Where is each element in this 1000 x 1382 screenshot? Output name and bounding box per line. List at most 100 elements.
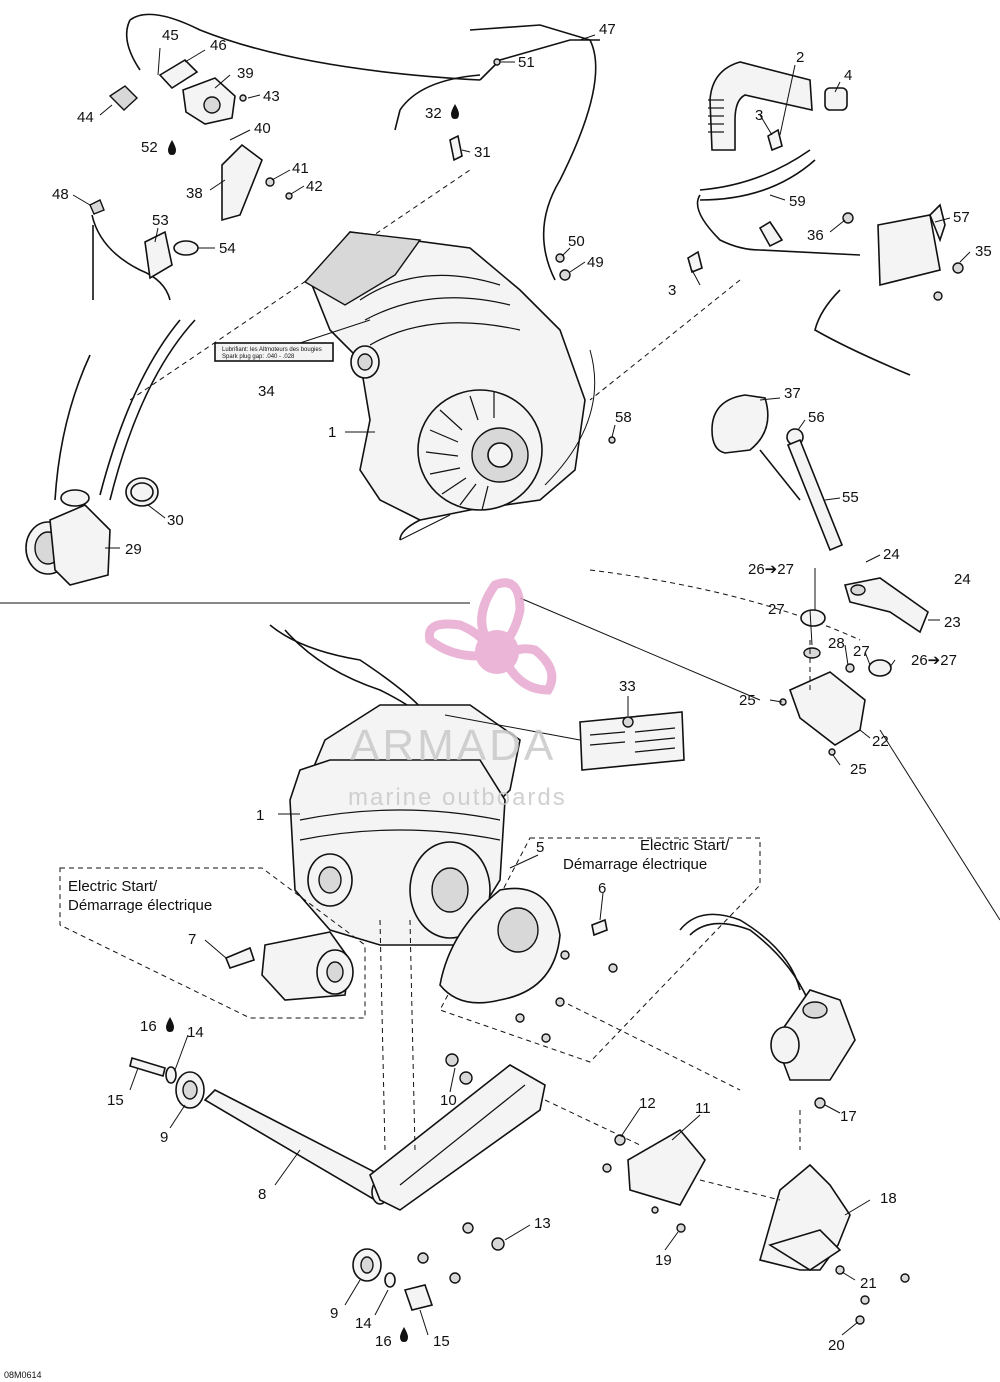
spark-plug-decal: [214, 342, 334, 362]
gasket-46: [158, 58, 199, 90]
watermark-subtitle: marine outboards: [348, 784, 567, 811]
lower-carburetor: [651, 913, 910, 1325]
flywheel-fins: [425, 392, 495, 511]
divider-lines: [0, 169, 1000, 1091]
bolt-15b: [403, 1284, 434, 1311]
decal-33: [579, 711, 685, 771]
propeller-icon: [424, 578, 557, 695]
callout-14a: 14: [187, 1024, 204, 1041]
washer-14a: [165, 1066, 177, 1084]
electric-start-label-fr: Démarrage électrique: [68, 897, 212, 914]
callout-3a: 3: [755, 107, 763, 124]
clip-3: [767, 128, 783, 152]
electric-start-label: Electric Start/: [68, 878, 158, 895]
spring-coil: [708, 99, 724, 133]
callout-14b: 14: [355, 1315, 372, 1332]
lubricant-icons: [166, 104, 459, 1342]
callout-16a: 16: [140, 1018, 157, 1035]
callout-41: 41: [292, 160, 309, 177]
engine-mount: [129, 919, 781, 1311]
callout-8: 8: [258, 1186, 266, 1203]
callout-45: 45: [162, 27, 179, 44]
callout-53: 53: [152, 212, 169, 229]
callout-1-upper: 1: [328, 424, 336, 441]
mount-plate-10: [369, 1064, 546, 1211]
callout-18: 18: [880, 1190, 897, 1207]
bracket-44: [108, 85, 139, 111]
callout-51: 51: [518, 54, 535, 71]
callout-22: 22: [872, 733, 889, 750]
callout-25a: 25: [739, 692, 756, 709]
callout-48: 48: [52, 186, 69, 203]
figure-code: 08M0614: [4, 1370, 42, 1380]
callout-16b: 16: [375, 1333, 392, 1350]
oil-drop-icon: [400, 1327, 408, 1342]
rectifier-57: [877, 214, 941, 287]
upper-engine: Lubrifiant: les Altmoteurs des bougies S…: [214, 231, 596, 541]
callout-33: 33: [619, 678, 636, 695]
electric-start-label-b-fr: Démarrage électrique: [563, 856, 707, 873]
bracket-38: [221, 143, 263, 222]
electric-start-label-b: Electric Start/: [640, 837, 730, 854]
callout-46: 46: [210, 37, 227, 54]
callout-26-27b: 26➔27: [911, 652, 957, 669]
callout-49: 49: [587, 254, 604, 271]
callouts: 45 46 39 43 44 40 52 41 42 38 48 53 54 4…: [52, 21, 992, 1354]
callout-29: 29: [125, 541, 142, 558]
bracket-22: [788, 671, 866, 746]
callout-20: 20: [828, 1337, 845, 1354]
callout-44: 44: [77, 109, 94, 126]
callout-50: 50: [568, 233, 585, 250]
callout-27b: 27: [853, 643, 870, 660]
oil-drop-icon: [166, 1017, 174, 1032]
callout-11: 11: [695, 1100, 711, 1117]
rewind-starter: [711, 394, 929, 756]
callout-56: 56: [808, 409, 825, 426]
handle-37: [711, 394, 769, 454]
callout-57: 57: [953, 209, 970, 226]
plate-23: [843, 577, 929, 634]
tube-8: [203, 1089, 392, 1202]
callout-34: 34: [258, 383, 275, 400]
callout-5: 5: [536, 839, 544, 856]
callout-19: 19: [655, 1252, 672, 1269]
callout-54: 54: [219, 240, 236, 257]
hose-2: [709, 61, 813, 151]
callout-42: 42: [306, 178, 323, 195]
decal-text-1: Lubrifiant: les Altmoteurs des bougies: [222, 347, 322, 353]
electric-start-boxes: [59, 837, 761, 1063]
callout-25b: 25: [850, 761, 867, 778]
spark-plug-31: [449, 134, 463, 162]
callout-26-27a: 26➔27: [748, 561, 794, 578]
callout-31: 31: [474, 144, 491, 161]
bracket-53: [144, 230, 173, 280]
clip-3b: [687, 250, 703, 274]
callout-1-lower: 1: [256, 807, 264, 824]
callout-13: 13: [534, 1215, 551, 1232]
callout-37: 37: [784, 385, 801, 402]
washer-14b: [384, 1272, 396, 1288]
grommet-54: [173, 240, 199, 256]
callout-6: 6: [598, 880, 606, 897]
bolt-15a: [129, 1056, 166, 1078]
bolt-7: [224, 946, 256, 969]
clip-48: [89, 199, 105, 215]
callout-36: 36: [807, 227, 824, 244]
decal-text-2: Spark plug gap: .040 - .028: [222, 354, 295, 360]
callout-15b: 15: [433, 1333, 450, 1350]
callout-52: 52: [141, 139, 158, 156]
upper-left-parts: [25, 58, 293, 586]
lower-engine: [269, 624, 685, 946]
callout-43: 43: [263, 88, 280, 105]
callout-38: 38: [186, 185, 203, 202]
callout-17: 17: [840, 1108, 857, 1125]
callout-27a: 27: [768, 601, 785, 618]
callout-35: 35: [975, 243, 992, 260]
callout-24b: 24: [954, 571, 971, 588]
callout-12: 12: [639, 1095, 656, 1112]
callout-39: 39: [237, 65, 254, 82]
callout-40: 40: [254, 120, 271, 137]
callout-9b: 9: [330, 1305, 338, 1322]
callout-10: 10: [440, 1092, 457, 1109]
